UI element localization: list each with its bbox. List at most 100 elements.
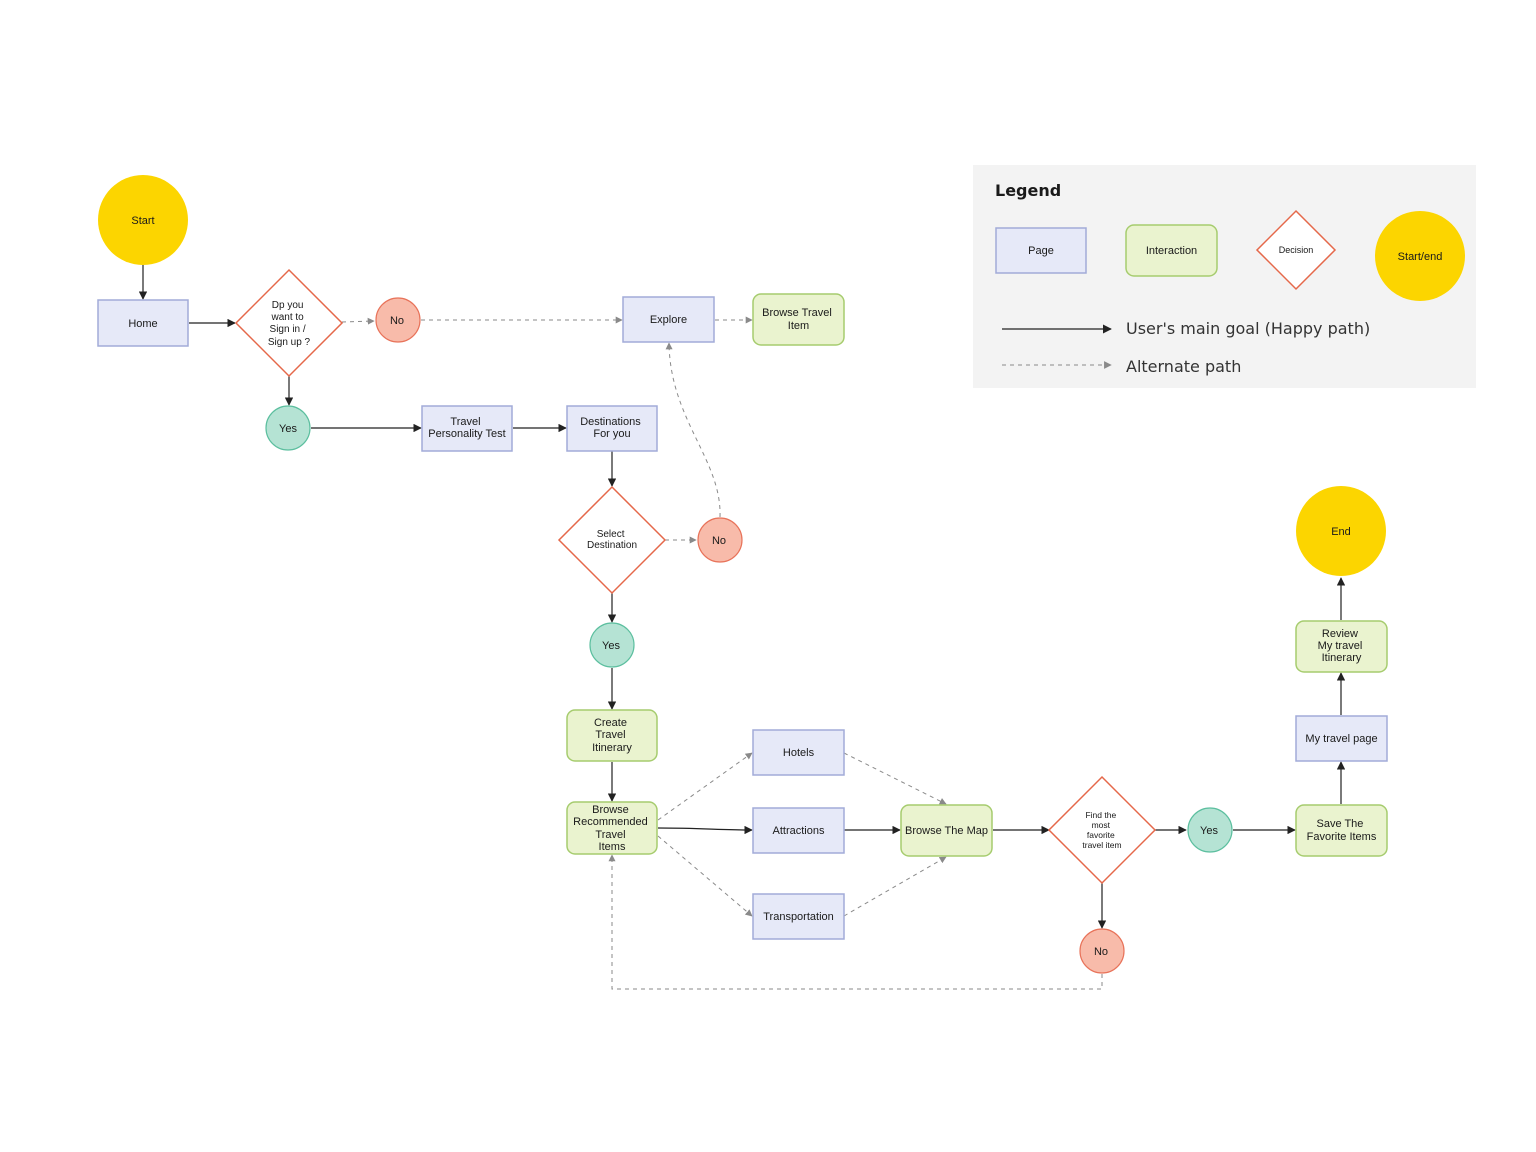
browse-travel-item-node: Browse Travel Item: [752, 293, 845, 346]
legend-interaction-shape: [1125, 224, 1218, 277]
legend-interaction-label: Interaction: [1146, 245, 1197, 257]
home-box: [97, 299, 189, 347]
review-itinerary-box: [1295, 620, 1388, 673]
transportation-box: [752, 893, 845, 940]
explore-label: Explore: [650, 314, 687, 326]
legend-main-path: User's main goal (Happy path): [1002, 319, 1370, 338]
no-favorite-circle: [1079, 928, 1125, 974]
favorite-decision-node: Find the most favorite travel item: [1047, 775, 1157, 885]
destinations-for-you-box: [566, 405, 658, 452]
end-label: End: [1331, 526, 1351, 538]
transportation-label: Transportation: [763, 911, 834, 923]
destinations-for-you-label: Destinations For you: [580, 416, 644, 440]
edge-browse-transportation: [657, 835, 753, 917]
review-itinerary-node: Review My travel Itinerary: [1295, 620, 1388, 673]
edge-browse-hotels: [657, 752, 753, 821]
legend-page-label: Page: [1028, 245, 1054, 257]
yes-signin-node: Yes: [265, 405, 311, 451]
signin-decision-diamond: [234, 268, 344, 378]
browse-recommended-box: [566, 801, 658, 855]
transportation-node: Transportation: [752, 893, 845, 940]
yes-favorite-node: Yes: [1187, 807, 1233, 853]
save-favorites-node: Save The Favorite Items: [1295, 804, 1388, 857]
travel-personality-test-node: Travel Personality Test: [421, 405, 513, 452]
yes-destination-label: Yes: [602, 640, 620, 652]
legend-interaction: Interaction: [1125, 224, 1218, 277]
edge-transportation-map: [843, 856, 947, 917]
legend-alternate-path: Alternate path: [1002, 357, 1241, 376]
no-signin-circle: [375, 297, 421, 343]
signin-decision-label: Dp you want to Sign in / Sign up ?: [268, 300, 311, 348]
no-destination-label: No: [712, 535, 726, 547]
create-itinerary-box: [566, 709, 658, 762]
attractions-label: Attractions: [773, 825, 825, 837]
attractions-box: [752, 807, 845, 854]
legend-start-end-label: Start/end: [1398, 251, 1443, 263]
edge-decision-no: [341, 317, 375, 325]
legend-start-end-shape: [1375, 211, 1465, 301]
home-node: Home: [97, 299, 189, 347]
no-signin-node: No: [375, 297, 421, 343]
start-node: Start: [98, 175, 188, 265]
review-itinerary-label: Review My travel Itinerary: [1318, 628, 1366, 664]
start-label: Start: [131, 215, 154, 227]
create-itinerary-node: Create Travel Itinerary: [566, 709, 658, 762]
signin-decision-node: Dp you want to Sign in / Sign up ?: [234, 268, 344, 378]
favorite-decision-diamond: [1047, 775, 1157, 885]
attractions-node: Attractions: [752, 807, 845, 854]
travel-personality-test-box: [421, 405, 513, 452]
browse-travel-item-label: Browse Travel Item: [762, 307, 835, 332]
yes-signin-label: Yes: [279, 423, 297, 435]
save-favorites-box: [1295, 804, 1388, 857]
yes-destination-circle: [589, 622, 635, 668]
destinations-for-you-node: Destinations For you: [566, 405, 658, 452]
hotels-box: [752, 729, 845, 776]
select-destination-node: Select Destination: [557, 485, 667, 595]
legend-main-path-label: User's main goal (Happy path): [1126, 319, 1370, 338]
legend-page: Page: [995, 227, 1087, 274]
end-circle: [1296, 486, 1386, 576]
explore-box: [622, 296, 715, 343]
my-travel-page-box: [1295, 715, 1388, 762]
my-travel-page-node: My travel page: [1295, 715, 1388, 762]
select-destination-diamond: [557, 485, 667, 595]
yes-favorite-circle: [1187, 807, 1233, 853]
create-itinerary-label: Create Travel Itinerary: [592, 717, 632, 754]
no-destination-node: No: [697, 517, 743, 563]
travel-personality-test-label: Travel Personality Test: [428, 416, 505, 440]
legend-title: Legend: [995, 181, 1061, 200]
hotels-label: Hotels: [783, 747, 815, 759]
edge-no-favorite-loop: [608, 854, 1103, 990]
browse-map-box: [900, 804, 993, 857]
legend-panel: Legend Page Interaction Decision Start/e…: [973, 165, 1476, 388]
edge-no-explore-back: [665, 342, 721, 518]
legend-start-end: Start/end: [1375, 211, 1465, 301]
no-signin-label: No: [390, 315, 404, 327]
yes-signin-circle: [265, 405, 311, 451]
hotels-node: Hotels: [752, 729, 845, 776]
alternate-path-connectors: [341, 316, 1103, 990]
browse-map-label: Browse The Map: [905, 825, 988, 837]
browse-recommended-label: Browse Recommended Travel Items: [573, 804, 651, 853]
legend-decision-label: Decision: [1279, 245, 1314, 255]
explore-node: Explore: [622, 296, 715, 343]
save-favorites-label: Save The Favorite Items: [1307, 818, 1377, 843]
edge-hotels-map: [843, 752, 947, 805]
main-path-connectors: [138, 265, 1346, 929]
legend-decision: Decision: [1255, 209, 1337, 291]
browse-map-node: Browse The Map: [900, 804, 993, 857]
browse-travel-item-box: [752, 293, 845, 346]
legend-decision-shape: [1255, 209, 1337, 291]
no-favorite-label: No: [1094, 946, 1108, 958]
select-destination-label: Select Destination: [587, 529, 637, 551]
no-destination-circle: [697, 517, 743, 563]
legend-alternate-path-label: Alternate path: [1126, 357, 1241, 376]
no-favorite-node: No: [1079, 928, 1125, 974]
yes-destination-node: Yes: [589, 622, 635, 668]
browse-recommended-node: Browse Recommended Travel Items: [566, 801, 658, 855]
favorite-decision-label: Find the most favorite travel item: [1082, 810, 1121, 850]
edge-browse-attractions: [657, 825, 753, 835]
start-circle: [98, 175, 188, 265]
end-node: End: [1296, 486, 1386, 576]
